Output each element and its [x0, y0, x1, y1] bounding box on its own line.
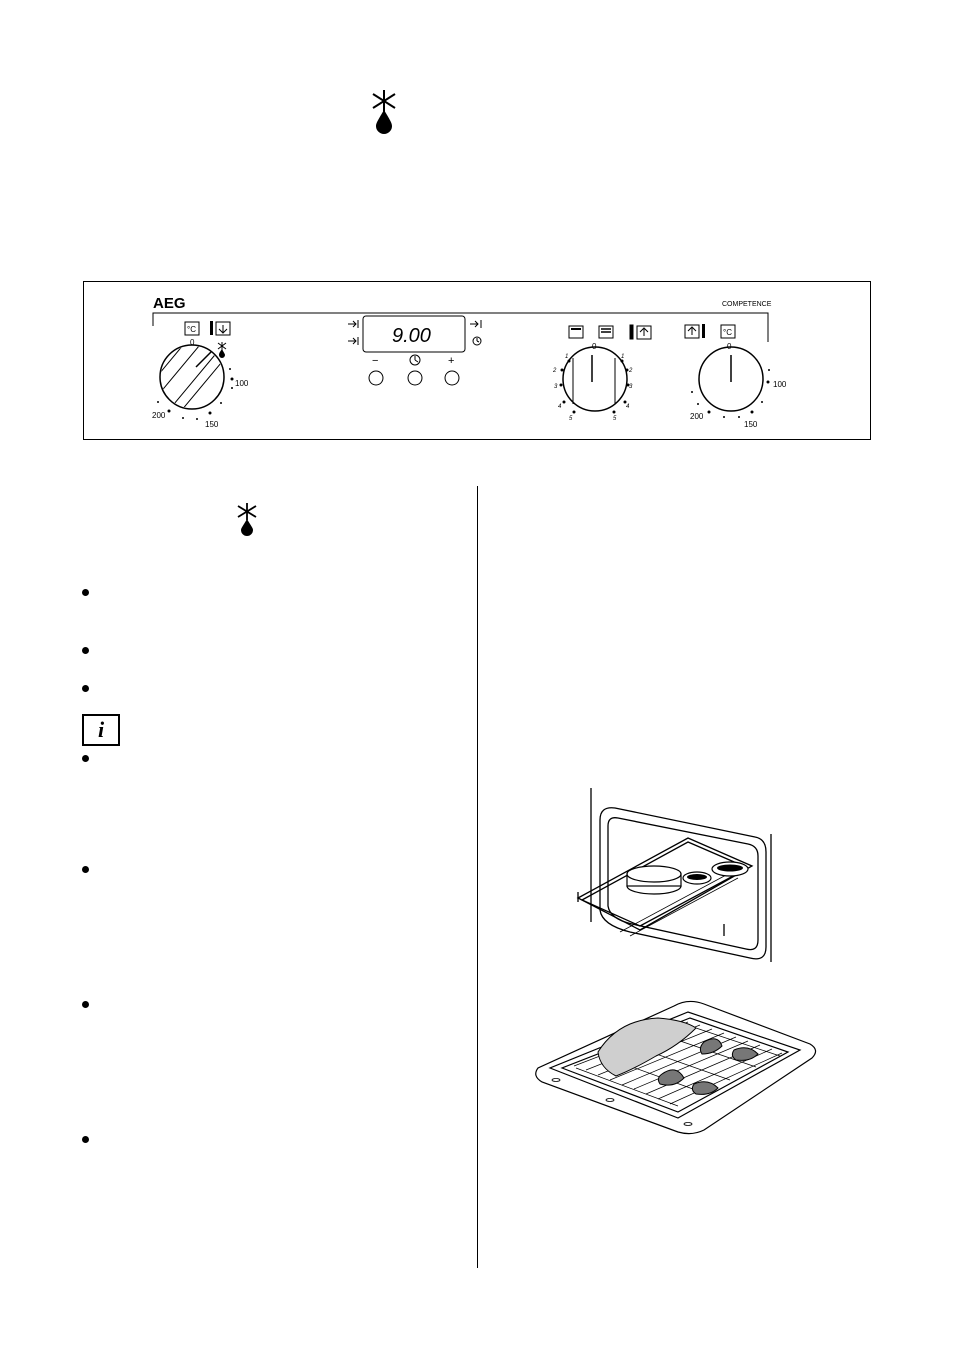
model-name: COMPETENCE [722, 301, 772, 308]
plus-symbol: + [448, 355, 454, 367]
grill-scale-right-5: 5 [613, 416, 617, 422]
bullet-3 [82, 685, 89, 692]
left-knob-symbols: °C 0 [184, 321, 231, 358]
minus-symbol: − [372, 355, 378, 367]
grill-scale-left-2: 2 [552, 368, 557, 374]
right-knob-label-top: 0 [727, 342, 732, 351]
timer-minus-button[interactable] [368, 370, 384, 386]
defrost-icon-small [237, 503, 257, 536]
grill-knob-symbols [568, 324, 652, 340]
right-temperature-knob[interactable]: 0 100 150 200 [690, 342, 787, 429]
defrost-icon [372, 90, 396, 134]
panel-drawing: AEG COMPETENCE °C 0 [144, 295, 787, 429]
bullet-1 [82, 589, 89, 596]
right-knob-label-bottom: 150 [744, 420, 758, 429]
left-temperature-knob[interactable]: 100 150 200 [144, 332, 249, 429]
oven-control-panel: AEG COMPETENCE °C 0 [83, 281, 871, 440]
bullet-4 [82, 755, 89, 762]
info-icon: i [82, 714, 120, 746]
celsius-symbol: °C [187, 325, 196, 334]
bullet-2 [82, 647, 89, 654]
grill-scale-right-1: 1 [621, 354, 624, 360]
grill-scale-left-5: 5 [569, 416, 573, 422]
bullet-7 [82, 1136, 89, 1143]
left-knob-label-right: 100 [235, 379, 249, 388]
timer-plus-button[interactable] [444, 370, 460, 386]
brand-logo: AEG [153, 295, 186, 312]
grill-tray-illustration [535, 1000, 817, 1135]
left-knob-label-left: 200 [152, 411, 166, 420]
right-knob-label-left: 200 [690, 412, 704, 421]
column-divider [477, 486, 478, 1268]
left-knob-label-bottom: 150 [205, 420, 219, 429]
bullet-5 [82, 866, 89, 873]
right-celsius-symbol: °C [723, 328, 732, 337]
grill-scale-left-3: 3 [554, 384, 558, 390]
timer-display: 9.00 [392, 325, 431, 347]
grill-scale-left-4: 4 [558, 404, 562, 410]
timer-clock-button[interactable] [407, 370, 423, 386]
right-knob-label-right: 100 [773, 380, 787, 389]
bullet-6 [82, 1001, 89, 1008]
right-knob-symbols [684, 324, 736, 339]
grill-scale-right-2: 2 [628, 368, 633, 374]
left-knob-label-top: 0 [190, 338, 195, 347]
oven-shelf-illustration [576, 788, 772, 962]
timer-section: 9.00 − + [348, 315, 482, 367]
info-letter: i [97, 717, 105, 742]
grill-scale-right-3: 3 [629, 384, 633, 390]
grill-knob-label-top: 0 [592, 342, 597, 351]
grill-knob[interactable]: 0 1 2 3 4 5 1 2 3 4 5 [552, 342, 633, 422]
grill-scale-right-4: 4 [626, 404, 630, 410]
grill-scale-left-1: 1 [565, 354, 568, 360]
